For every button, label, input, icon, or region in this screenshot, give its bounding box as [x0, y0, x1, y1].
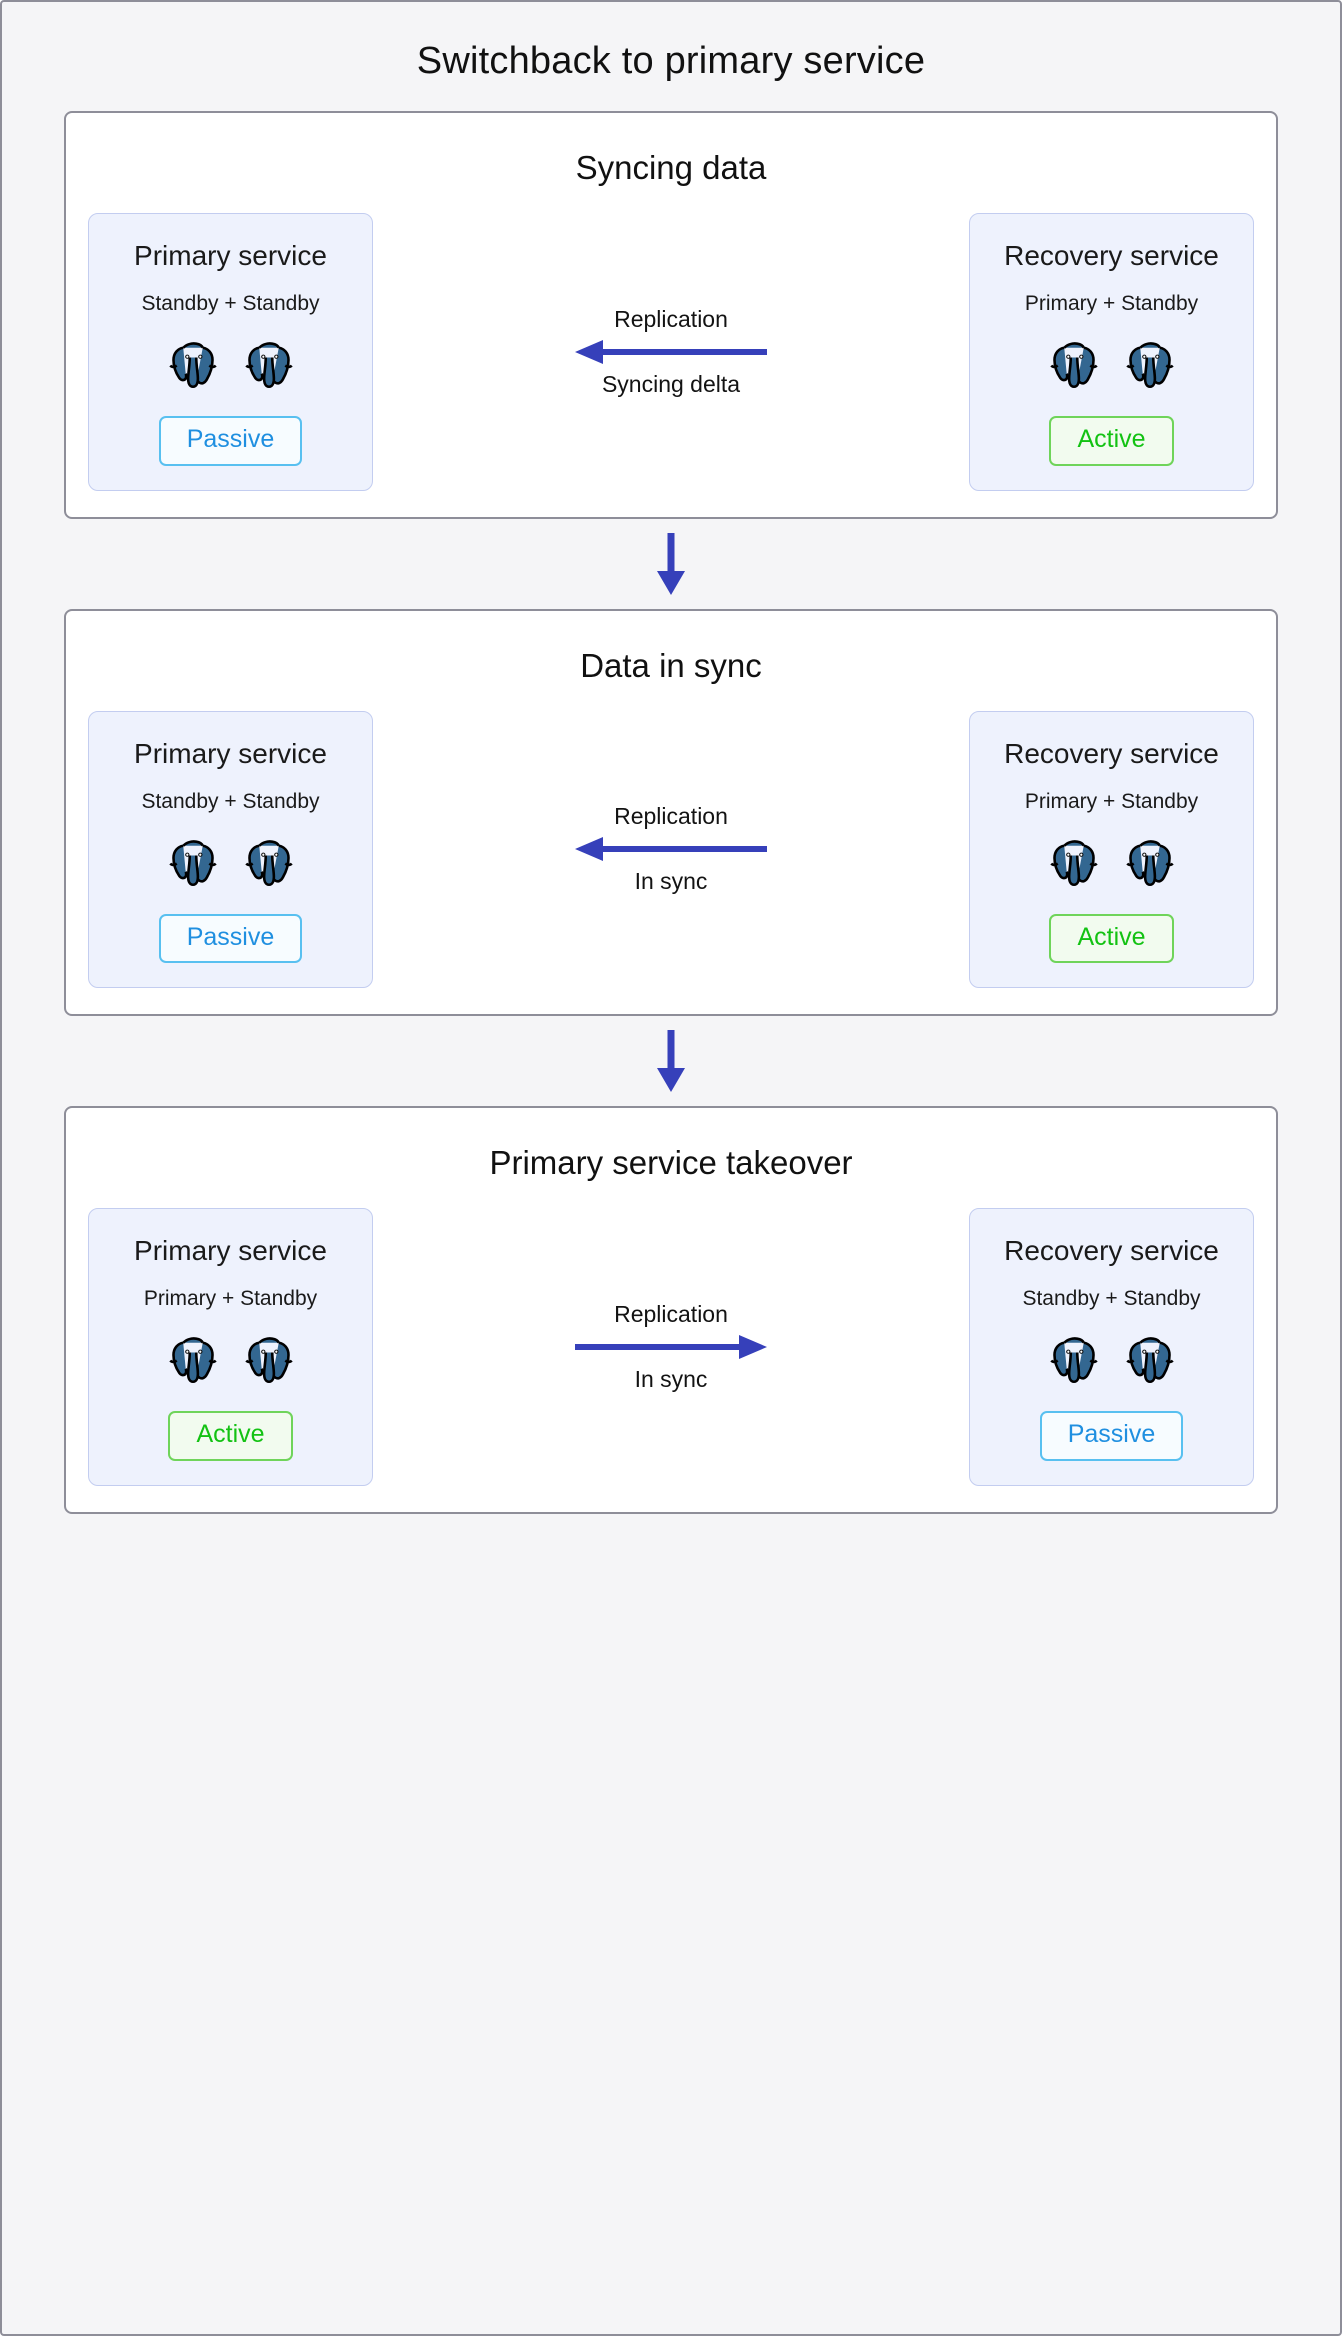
- postgresql-elephant-icon: [1125, 1337, 1174, 1384]
- panel-stack: Syncing data Primary service Standby + S…: [2, 111, 1340, 1514]
- panel-body: Primary service Standby + Standby: [88, 213, 1254, 491]
- replication-link: Replication In sync: [373, 711, 969, 989]
- service-roles: Standby + Standby: [1022, 1287, 1201, 1310]
- service-roles: Primary + Standby: [1024, 789, 1199, 813]
- replication-label-bottom: In sync: [634, 868, 708, 895]
- service-name: Primary service: [134, 737, 327, 769]
- stage-panel-data-in-sync: Data in sync Primary service Standby + S…: [64, 608, 1278, 1016]
- replication-label-top: Replication: [614, 1300, 728, 1327]
- node-icon-group: [167, 836, 295, 888]
- stage-panel-syncing-data: Syncing data Primary service Standby + S…: [64, 111, 1278, 519]
- status-badge[interactable]: Active: [1049, 416, 1174, 466]
- node-icon-group: [1048, 836, 1176, 888]
- node-icon-group: [167, 1333, 295, 1385]
- service-roles: Standby + Standby: [141, 292, 320, 315]
- service-name: Recovery service: [1004, 240, 1219, 271]
- service-box-primary[interactable]: Primary service Standby + Standby: [88, 710, 373, 988]
- replication-link: Replication In sync: [373, 1208, 969, 1486]
- status-badge[interactable]: Active: [168, 1411, 293, 1461]
- postgresql-elephant-icon: [244, 1337, 293, 1384]
- replication-link: Replication Syncing delta: [373, 213, 969, 491]
- node-icon-group: [1048, 1333, 1176, 1385]
- status-badge[interactable]: Active: [1049, 913, 1174, 963]
- postgresql-elephant-icon: [168, 839, 217, 886]
- status-badge[interactable]: Passive: [1039, 1411, 1184, 1461]
- postgresql-elephant-icon: [1125, 342, 1174, 389]
- panel-title: Data in sync: [580, 646, 762, 684]
- service-roles: Standby + Standby: [141, 789, 320, 813]
- arrow-left-icon: [575, 837, 767, 862]
- service-box-recovery[interactable]: Recovery service Primary + Standby: [969, 710, 1254, 988]
- service-box-primary[interactable]: Primary service Primary + Standby: [88, 1208, 373, 1486]
- replication-label-bottom: Syncing delta: [601, 370, 741, 397]
- postgresql-elephant-icon: [1049, 839, 1098, 886]
- service-name: Primary service: [134, 1235, 327, 1266]
- postgresql-elephant-icon: [168, 1337, 217, 1384]
- page-title: Switchback to primary service: [416, 40, 926, 82]
- stage-connector: [64, 519, 1278, 609]
- status-badge[interactable]: Passive: [158, 416, 303, 466]
- service-roles: Primary + Standby: [1024, 292, 1199, 315]
- replication-label-bottom: In sync: [634, 1365, 708, 1392]
- arrow-down-icon: [657, 532, 685, 595]
- panel-body: Primary service Primary + Standby: [88, 1208, 1254, 1486]
- panel-title: Syncing data: [575, 149, 767, 186]
- service-name: Recovery service: [1004, 1235, 1219, 1266]
- postgresql-elephant-icon: [1049, 342, 1098, 389]
- service-box-primary[interactable]: Primary service Standby + Standby: [88, 213, 373, 491]
- postgresql-elephant-icon: [244, 839, 293, 886]
- node-icon-group: [1048, 338, 1176, 390]
- postgresql-elephant-icon: [244, 342, 293, 389]
- stage-panel-primary-service-takeover: Primary service takeover Primary service…: [64, 1106, 1278, 1514]
- service-name: Primary service: [134, 240, 327, 271]
- postgresql-elephant-icon: [1049, 1337, 1098, 1384]
- service-name: Recovery service: [1004, 737, 1219, 769]
- stage-connector: [64, 1016, 1278, 1106]
- arrow-left-icon: [575, 339, 767, 364]
- panel-title: Primary service takeover: [489, 1144, 853, 1181]
- replication-label-top: Replication: [614, 305, 728, 332]
- service-roles: Primary + Standby: [143, 1287, 318, 1310]
- node-icon-group: [167, 338, 295, 390]
- panel-body: Primary service Standby + Standby: [88, 710, 1254, 989]
- postgresql-elephant-icon: [168, 342, 217, 389]
- replication-label-top: Replication: [614, 803, 728, 830]
- postgresql-elephant-icon: [1125, 839, 1174, 886]
- status-badge[interactable]: Passive: [158, 913, 303, 963]
- arrow-right-icon: [575, 1334, 767, 1359]
- arrow-down-icon: [657, 1030, 685, 1092]
- service-box-recovery[interactable]: Recovery service Standby + Standby: [969, 1208, 1254, 1486]
- service-box-recovery[interactable]: Recovery service Primary + Standby: [969, 213, 1254, 491]
